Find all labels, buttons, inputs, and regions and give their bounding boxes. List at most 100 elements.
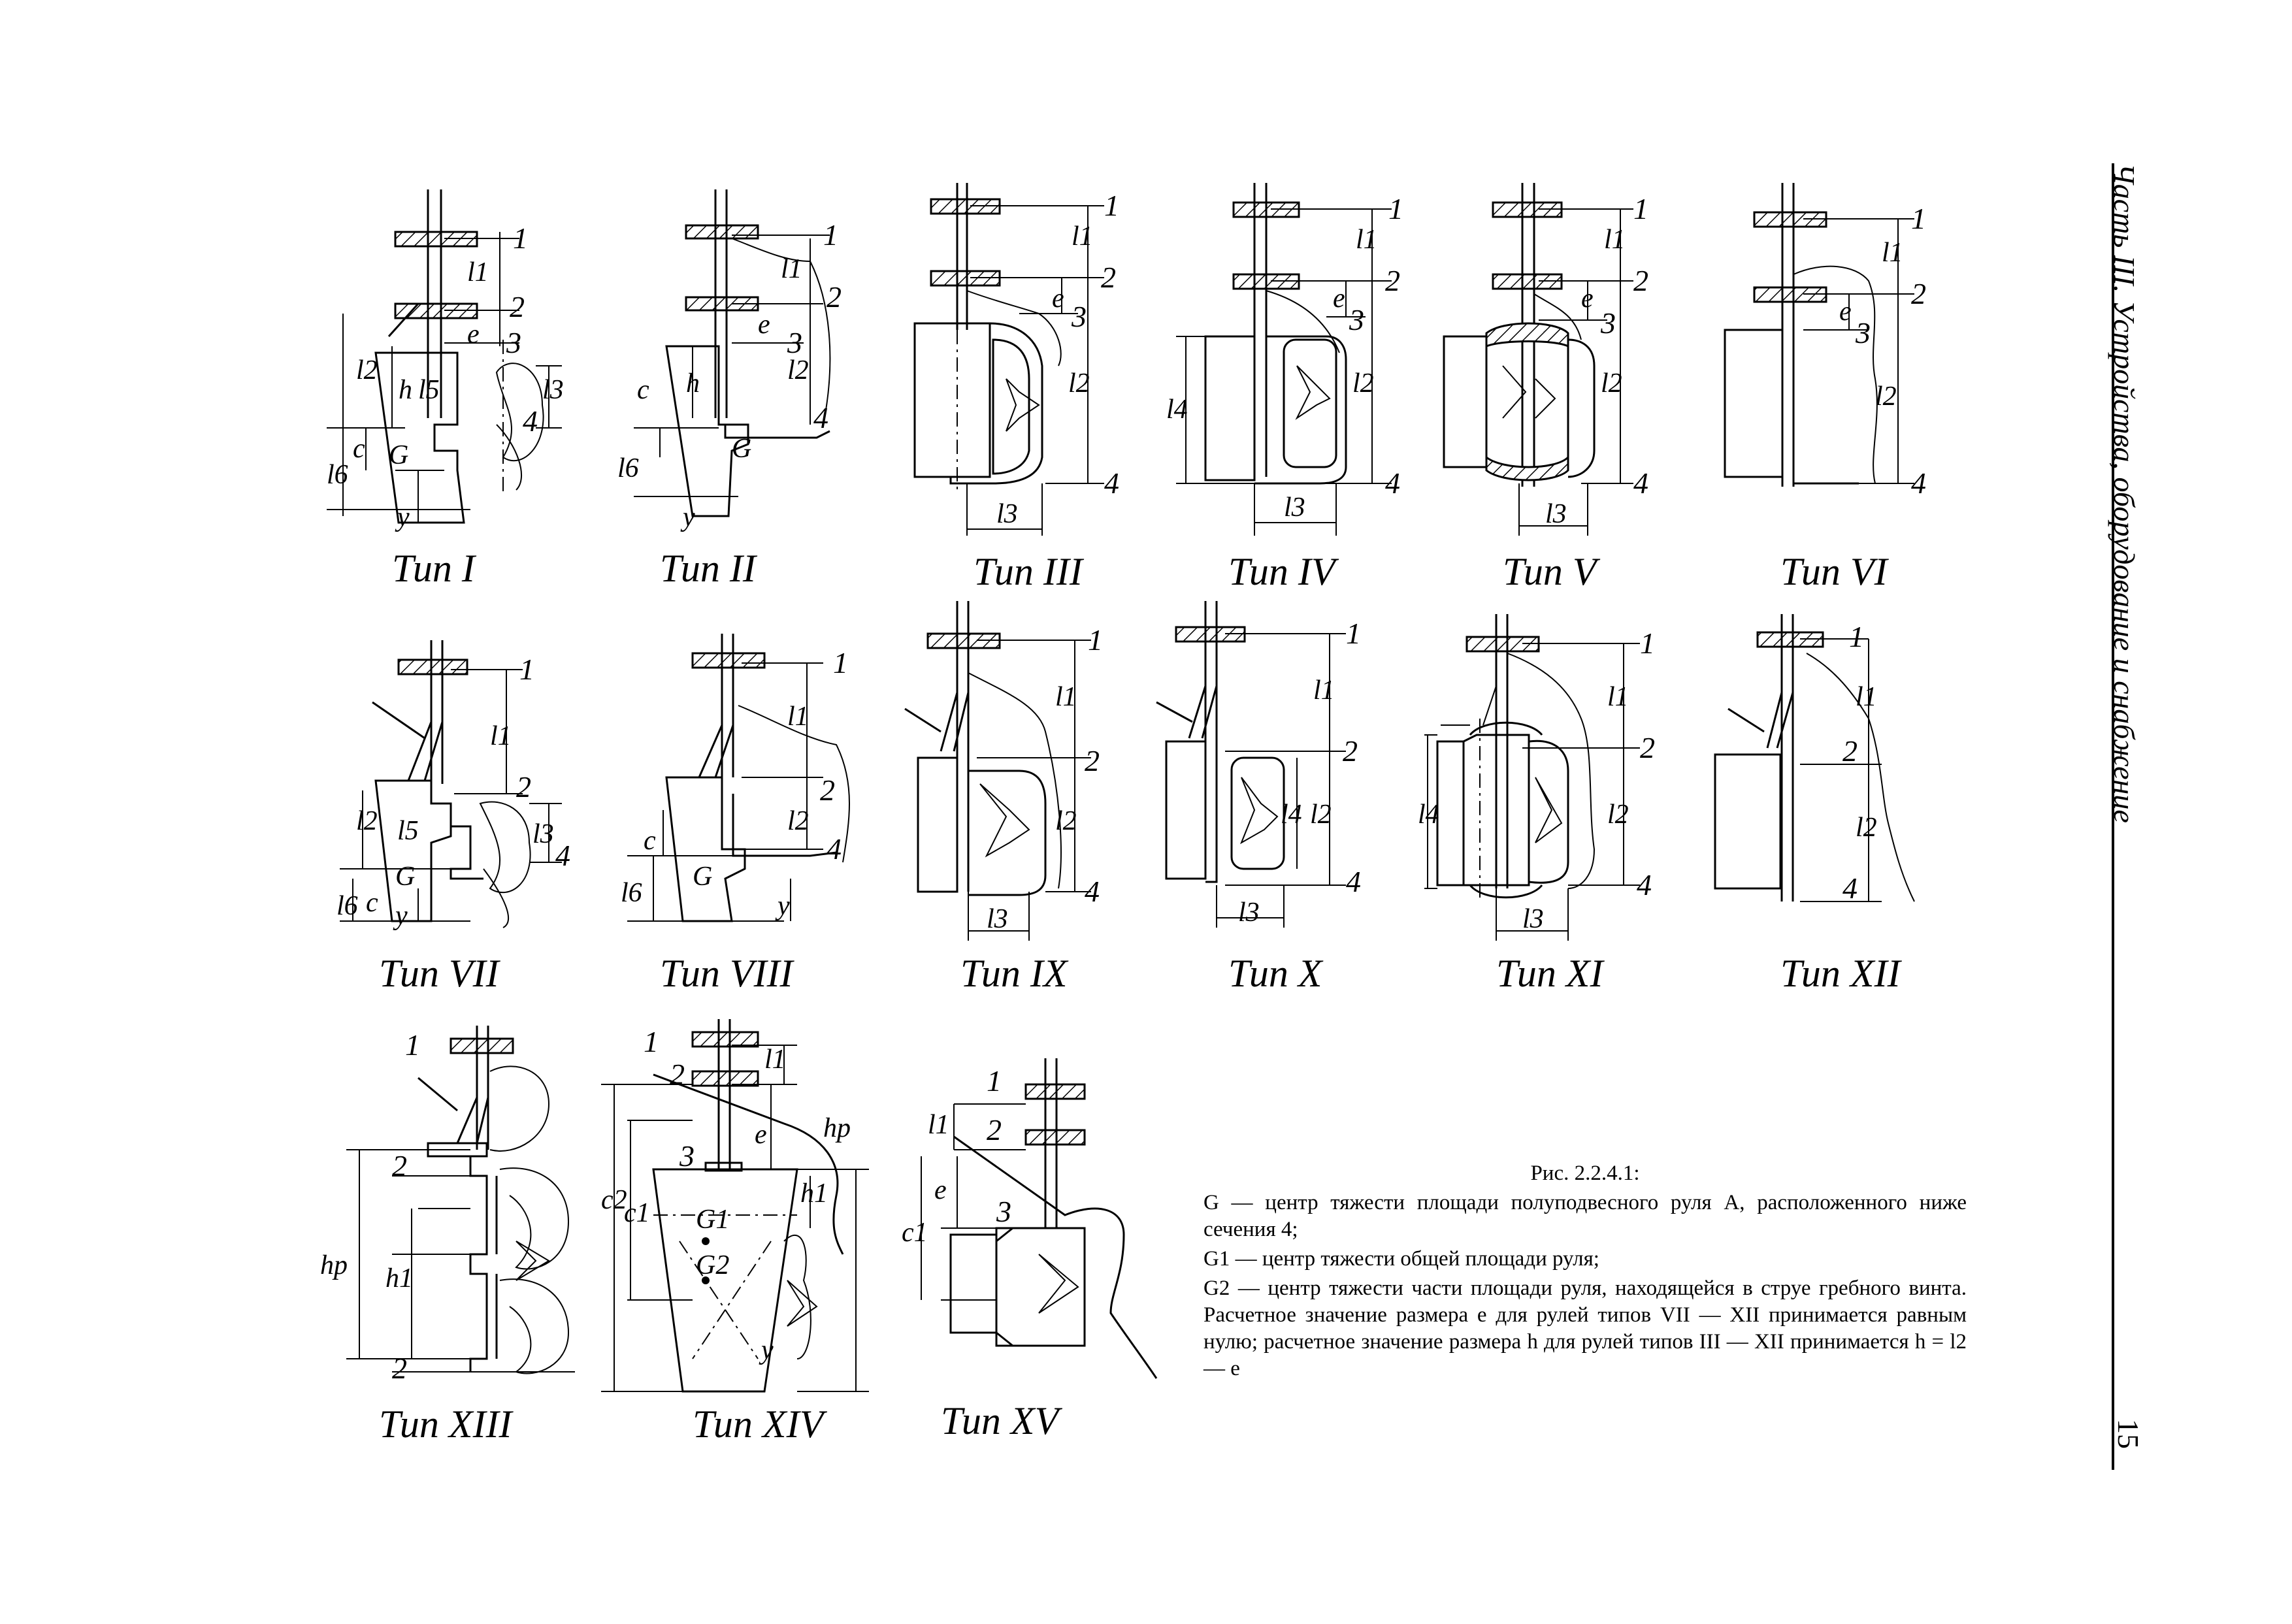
type-II-diagram: 1 2 3 4 l1 e l2 h c l6 G y Тип II <box>617 189 842 590</box>
section-1-label: 1 <box>1388 192 1403 225</box>
dim-c-label: c <box>353 434 365 464</box>
dim-l3-label: l3 <box>996 499 1018 529</box>
dim-l4-label: l4 <box>1418 800 1439 830</box>
dim-l2-label: l2 <box>787 806 809 836</box>
dim-l4-label: l4 <box>1281 800 1302 830</box>
caption-line-g: G — центр тяжести площади полуподвесного… <box>1203 1191 1967 1241</box>
dim-g-label: G <box>395 862 415 892</box>
type-V-label: Тип V <box>1503 550 1601 593</box>
section-2-label: 2 <box>987 1113 1002 1146</box>
dim-l1-label: l1 <box>1313 675 1335 706</box>
section-4-label: 4 <box>555 839 570 872</box>
caption-line-g1: G1 — центр тяжести общей площади руля; <box>1203 1247 1599 1271</box>
dim-e-label: e <box>1052 284 1064 314</box>
section-4-label: 4 <box>1085 875 1100 908</box>
type-III-diagram: 1 2 3 4 l1 e l2 l3 Тип III <box>913 183 1119 593</box>
type-XIV-label: Тип XIV <box>693 1403 828 1446</box>
section-4-label: 4 <box>1104 466 1119 500</box>
section-2-label: 2 <box>820 773 835 807</box>
type-XIII-label: Тип XIII <box>379 1403 514 1446</box>
section-4-label: 4 <box>1842 871 1858 905</box>
caption-title: Рис. 2.2.4.1: <box>1530 1161 1640 1185</box>
section-1-label: 1 <box>1633 192 1648 225</box>
dim-g-label: G <box>693 862 712 892</box>
dim-h1-label: h1 <box>385 1263 413 1293</box>
type-XI-label: Тип XI <box>1496 952 1605 995</box>
section-2-label: 2 <box>1842 734 1858 768</box>
dim-l1-label: l1 <box>1856 682 1877 712</box>
page-number-text: 15 <box>2112 1419 2145 1449</box>
dim-l2-label: l2 <box>1607 800 1629 830</box>
dim-g-label: G <box>389 440 408 470</box>
type-VIII-diagram: 1 2 4 l1 l2 c l6 G y Тип VIII <box>621 634 850 995</box>
dim-l3-label: l3 <box>1284 493 1305 523</box>
dim-l2-label: l2 <box>1310 800 1332 830</box>
type-VIII-label: Тип VIII <box>660 952 795 995</box>
dim-l6-label: l6 <box>327 460 348 490</box>
dim-c1-label: c1 <box>624 1198 650 1228</box>
type-VI-label: Тип VI <box>1780 550 1890 593</box>
dim-l2-label: l2 <box>1068 368 1090 398</box>
dim-c-label: c <box>366 888 378 918</box>
type-XI-diagram: 1 2 4 l1 l2 l4 l3 Тип XI <box>1418 614 1655 995</box>
section-3-label: 3 <box>1349 303 1364 336</box>
type-VII-diagram: 1 2 4 l1 l2 l5 l3 l6 c G y Тип VII <box>336 640 570 995</box>
section-3-label: 3 <box>1600 306 1616 340</box>
type-IX-label: Тип IX <box>960 952 1069 995</box>
dim-l3-label: l3 <box>1545 499 1567 529</box>
section-2-label: 2 <box>1385 264 1400 297</box>
type-VII-label: Тип VII <box>379 952 501 995</box>
dim-l5-label: l5 <box>397 816 419 846</box>
dim-l2-label: l2 <box>1055 806 1077 836</box>
type-I-diagram: 1 2 3 4 l1 e l2 h l5 l3 c l6 G y Тип I <box>327 189 564 590</box>
section-3-label: 3 <box>1071 300 1087 333</box>
section-2-label: 2 <box>392 1149 407 1182</box>
section-1-label: 1 <box>833 646 848 679</box>
type-IX-diagram: 1 2 4 l1 l2 l3 Тип IX <box>904 601 1103 995</box>
type-X-diagram: 1 2 4 l1 l2 l4 l3 Тип X <box>1156 601 1361 995</box>
dim-e-label: e <box>1333 284 1345 314</box>
dim-l5-label: l5 <box>418 375 440 405</box>
type-IV-label: Тип IV <box>1228 550 1339 593</box>
type-XV-label: Тип XV <box>941 1399 1063 1442</box>
section-4-label: 4 <box>827 832 842 866</box>
dim-l2-label: l2 <box>787 355 809 385</box>
type-III-label: Тип III <box>974 550 1085 593</box>
dim-l2-label: l2 <box>1875 382 1897 412</box>
type-XV-diagram: 1 2 3 l1 e c1 Тип XV <box>902 1058 1158 1442</box>
section-1-label: 1 <box>513 221 528 255</box>
section-4-label: 4 <box>813 401 828 434</box>
dim-g-label: G <box>732 434 751 464</box>
dim-l1-label: l1 <box>1607 682 1629 712</box>
dim-l2-label: l2 <box>1856 813 1877 843</box>
type-XIII-diagram: 1 2 2 hp h1 Тип XIII <box>320 1026 575 1446</box>
dim-hp-label: hp <box>823 1113 851 1143</box>
dim-l3-label: l3 <box>532 819 554 849</box>
section-3-label: 3 <box>506 326 521 359</box>
dim-l1-label: l1 <box>781 254 802 284</box>
type-VI-diagram: 1 2 3 4 l1 e l2 Тип VI <box>1724 183 1926 593</box>
caption-line-g2: G2 — центр тяжести части площади руля, н… <box>1203 1276 1967 1380</box>
section-4-label: 4 <box>523 404 538 438</box>
dim-c-label: c <box>644 826 656 856</box>
dim-e-label: e <box>1839 297 1852 327</box>
section-2-label: 2 <box>1911 277 1926 310</box>
section-4-label: 4 <box>1637 868 1652 901</box>
dim-l1-label: l1 <box>1604 225 1626 255</box>
type-IV-diagram: 1 2 3 4 l1 e l2 l4 l3 Тип IV <box>1166 183 1403 593</box>
dim-l1-label: l1 <box>764 1045 786 1075</box>
dim-h-label: h <box>686 368 700 398</box>
section-3-label: 3 <box>996 1195 1011 1228</box>
page-number: 15 <box>2112 1419 2152 1458</box>
running-header: Часть III. Устройства, оборудование и сн… <box>2108 163 2161 947</box>
dim-l1-label: l1 <box>1055 682 1077 712</box>
section-1-label: 1 <box>1346 617 1361 650</box>
section-1-label: 1 <box>644 1025 659 1058</box>
section-2-label: 2 <box>1633 264 1648 297</box>
dim-g1-label: G1 <box>696 1205 729 1235</box>
section-3-label: 3 <box>1855 316 1871 349</box>
type-I-label: Тип I <box>392 547 477 590</box>
section-1-label: 1 <box>1088 623 1103 657</box>
running-header-text: Часть III. Устройства, оборудование и сн… <box>2108 163 2141 823</box>
